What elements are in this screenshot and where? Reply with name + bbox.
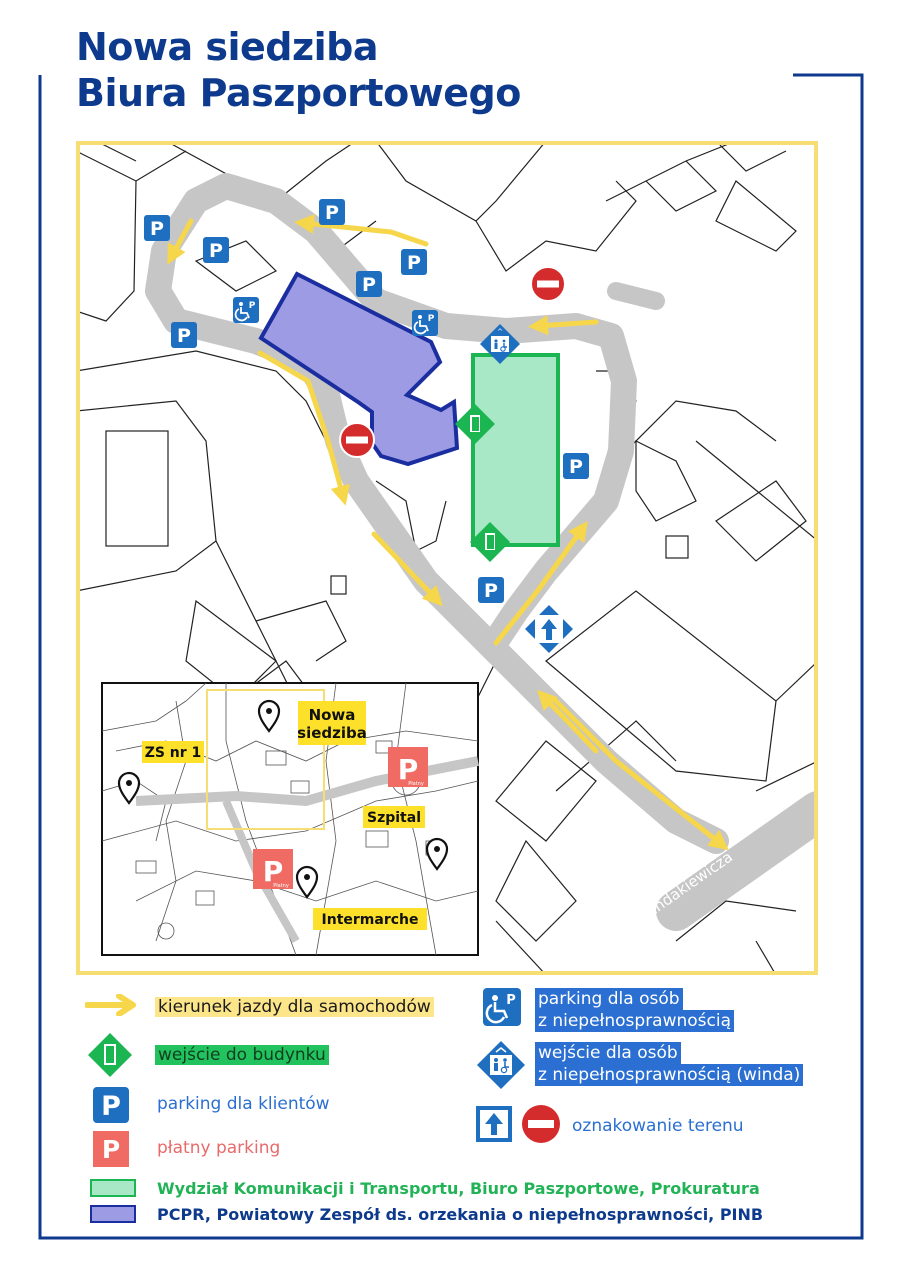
driving-direction-arrows: [167, 214, 729, 851]
accessible-entrance-icon: [477, 1041, 525, 1089]
site-map: P P ^: [76, 141, 818, 975]
svg-text:siedziba: siedziba: [297, 724, 367, 742]
legend-signage: oznakowanie terenu: [572, 1116, 744, 1136]
legend-paid-parking: płatny parking: [157, 1138, 281, 1158]
inset-map: P Płatny P Płatny Nowa siedziba ZS nr 1 …: [101, 682, 479, 956]
svg-text:P: P: [398, 753, 419, 786]
inset-label-hospital: Szpital: [367, 810, 421, 826]
legend-green-area: Wydział Komunikacji i Transportu, Biuro …: [157, 1179, 760, 1198]
inset-label-new-office: Nowa: [309, 706, 356, 724]
svg-text:P: P: [102, 1135, 120, 1164]
entrance-icon: [88, 1033, 132, 1077]
svg-text:P: P: [506, 993, 516, 1008]
green-building: [471, 353, 560, 547]
legend-entrance: wejście do budynku: [155, 1044, 329, 1066]
inset-label-supermarket: Intermarche: [322, 912, 419, 928]
direction-arrow-icon: [85, 994, 136, 1016]
legend-parking-clients: parking dla klientów: [157, 1094, 330, 1114]
svg-text:P: P: [101, 1091, 121, 1122]
title-line-1: Nowa siedziba: [76, 25, 378, 69]
svg-text:P: P: [263, 855, 284, 888]
purple-building: [258, 271, 460, 467]
title-line-2: Biura Paszportowego: [76, 71, 521, 115]
svg-text:Płatny: Płatny: [408, 781, 424, 787]
purple-area-swatch: [90, 1205, 136, 1223]
parking-icon: P: [93, 1087, 129, 1123]
inset-label-school: ZS nr 1: [145, 745, 202, 761]
paid-parking-icon: P: [93, 1131, 129, 1167]
map-frame: [76, 141, 818, 975]
page-title: Nowa siedziba Biura Paszportowego: [76, 24, 521, 116]
legend-accessible-entrance: wejście dla osób z niepełnosprawnością (…: [535, 1042, 804, 1086]
one-way-up-icon: [525, 605, 573, 653]
disabled-parking-icon: P: [483, 988, 521, 1026]
svg-text:Płatny: Płatny: [273, 883, 289, 889]
one-way-up-icon: [476, 1106, 512, 1142]
no-entry-icon: [522, 1105, 560, 1143]
green-area-swatch: [90, 1179, 136, 1197]
legend-direction: kierunek jazdy dla samochodów: [155, 996, 434, 1018]
legend-purple-area: PCPR, Powiatowy Zespół ds. orzekania o n…: [157, 1205, 764, 1224]
legend-disabled-parking: parking dla osób z niepełnosprawnością: [535, 988, 735, 1032]
